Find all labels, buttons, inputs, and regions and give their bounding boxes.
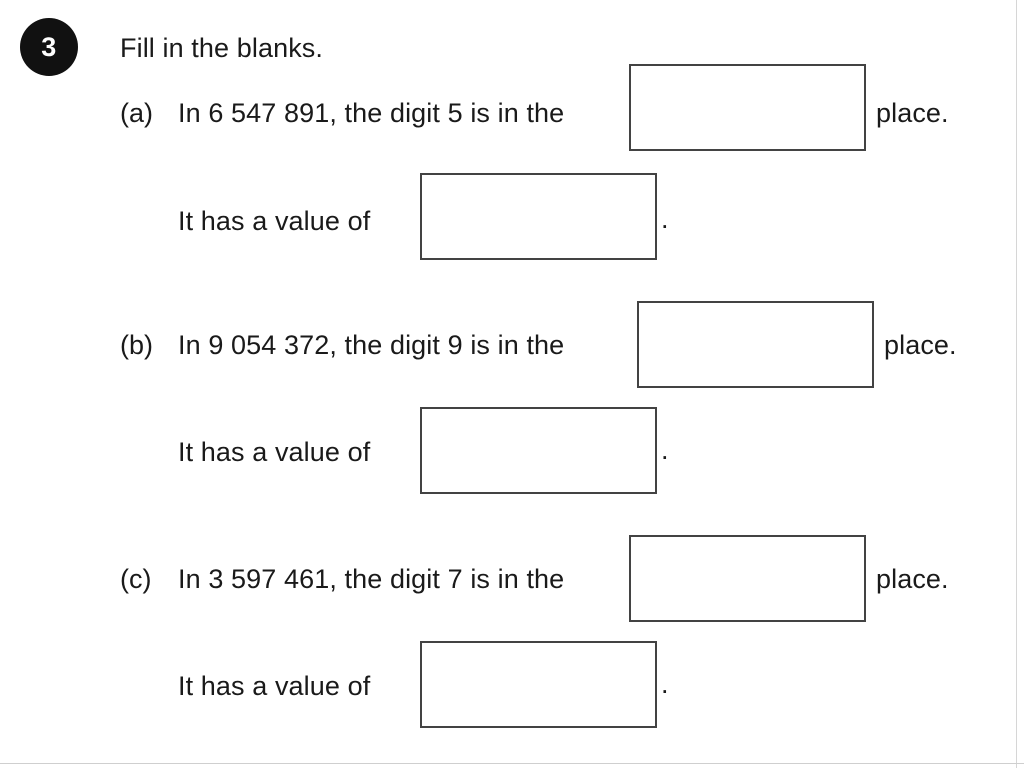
part-a-line2-prefix: It has a value of <box>178 206 371 236</box>
part-c-line2-suffix: . <box>661 669 669 699</box>
part-b-value-answer-box[interactable] <box>420 407 657 494</box>
part-a-line2-suffix: . <box>661 204 669 234</box>
part-b-line2-suffix: . <box>661 435 669 465</box>
part-c-line2-prefix: It has a value of <box>178 671 371 701</box>
part-a-value-answer-box[interactable] <box>420 173 657 260</box>
part-b-line1-suffix: place. <box>884 330 957 360</box>
page-edge-bottom <box>0 763 1024 764</box>
part-a-line1-suffix: place. <box>876 98 949 128</box>
question-instruction: Fill in the blanks. <box>120 33 323 63</box>
part-b-line2-prefix: It has a value of <box>178 437 371 467</box>
part-label-c: (c) <box>120 564 152 594</box>
part-a-line1-prefix: In 6 547 891, the digit 5 is in the <box>178 98 565 128</box>
part-c-line1-prefix: In 3 597 461, the digit 7 is in the <box>178 564 565 594</box>
question-number-badge: 3 <box>20 18 78 76</box>
part-b-place-answer-box[interactable] <box>637 301 874 388</box>
page-edge-right <box>1016 0 1017 768</box>
part-c-line1-suffix: place. <box>876 564 949 594</box>
part-a-place-answer-box[interactable] <box>629 64 866 151</box>
part-c-place-answer-box[interactable] <box>629 535 866 622</box>
part-label-b: (b) <box>120 330 153 360</box>
part-label-a: (a) <box>120 98 153 128</box>
part-b-line1-prefix: In 9 054 372, the digit 9 is in the <box>178 330 565 360</box>
part-c-value-answer-box[interactable] <box>420 641 657 728</box>
